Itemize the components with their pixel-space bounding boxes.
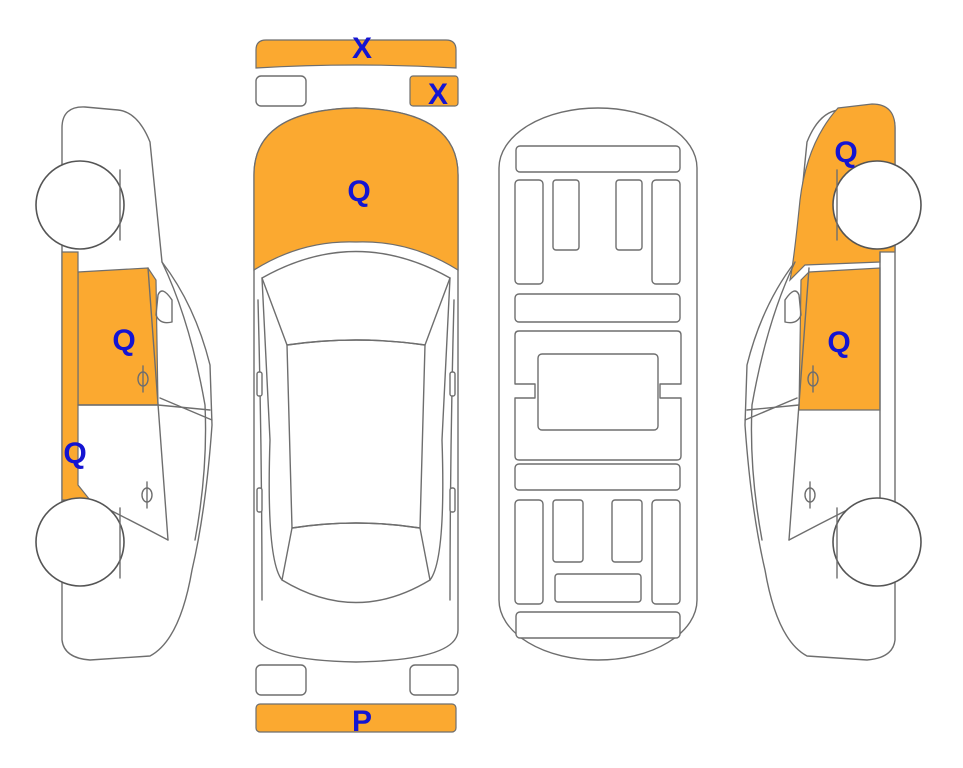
left-b-pillar-line <box>147 267 169 541</box>
underbody-center-panel <box>537 353 659 431</box>
underbody-rear-panel <box>515 611 681 639</box>
right-front-fender-damage-label: Q <box>834 136 857 169</box>
left-rear-wheel <box>35 160 125 250</box>
left-mirror-top <box>256 371 263 397</box>
left-rear-door-handle <box>137 365 149 393</box>
damage-labels: X X Q Q Q Q Q P <box>63 32 857 738</box>
right-b-pillar-line <box>788 267 810 541</box>
underbody-rear-center-box <box>554 573 642 603</box>
right-belt-line-2 <box>744 397 798 421</box>
right-a-line <box>429 277 451 581</box>
front-bumper-panel <box>255 39 457 69</box>
left-front-door-handle <box>141 481 153 509</box>
hood-panel <box>253 107 459 272</box>
underbody-front-panel <box>515 145 681 173</box>
right-front-door-damage-label: Q <box>827 326 850 359</box>
underbody-cross-member-1 <box>514 293 681 323</box>
underbody-front-left-rail <box>514 179 544 285</box>
rear-bumper-damage-label: P <box>352 705 372 738</box>
underbody-front-left-box <box>552 179 580 251</box>
underbody-front-right-box <box>615 179 643 251</box>
left-front-wheel <box>35 497 125 587</box>
underbody-rear-left-box <box>552 499 584 563</box>
rear-bumper-panel <box>255 703 457 733</box>
right-handle-top <box>449 487 456 513</box>
right-body-line <box>449 299 455 601</box>
rear-right-lamp <box>409 664 459 696</box>
right-front-door-panel <box>798 267 881 411</box>
right-window-line <box>750 261 796 541</box>
right-rear-wheel <box>832 497 922 587</box>
left-rocker-panel <box>61 251 92 501</box>
underbody-rear-left-rail <box>514 499 544 605</box>
left-body-line <box>257 299 263 601</box>
front-right-lamp-damage-label: X <box>428 78 448 111</box>
left-handle-top <box>256 487 263 513</box>
top-view <box>253 39 459 733</box>
left-a-line <box>261 277 283 581</box>
underbody-front-right-rail <box>651 179 681 285</box>
underbody-view <box>498 107 698 661</box>
front-left-lamp <box>255 75 307 107</box>
underbody-rear-right-box <box>611 499 643 563</box>
left-mirror <box>155 290 173 324</box>
right-side-view <box>744 103 922 661</box>
front-bumper-damage-label: X <box>352 32 372 65</box>
front-right-lamp <box>409 75 459 107</box>
right-front-wheel <box>832 160 922 250</box>
right-mirror-top <box>449 371 456 397</box>
hood-damage-label: Q <box>347 175 370 208</box>
right-mirror <box>784 290 802 324</box>
left-belt-line-2 <box>159 397 213 421</box>
rear-left-lamp <box>255 664 307 696</box>
underbody-cross-member-2 <box>514 463 681 491</box>
left-window-line <box>161 261 207 541</box>
right-front-door-handle <box>807 365 819 393</box>
left-side-view <box>35 106 213 661</box>
left-rear-door-damage-label: Q <box>112 324 135 357</box>
left-rocker-damage-label: Q <box>63 437 86 470</box>
right-rear-door-handle <box>804 481 816 509</box>
underbody-rear-right-rail <box>651 499 681 605</box>
underbody-center-frame <box>514 330 682 461</box>
